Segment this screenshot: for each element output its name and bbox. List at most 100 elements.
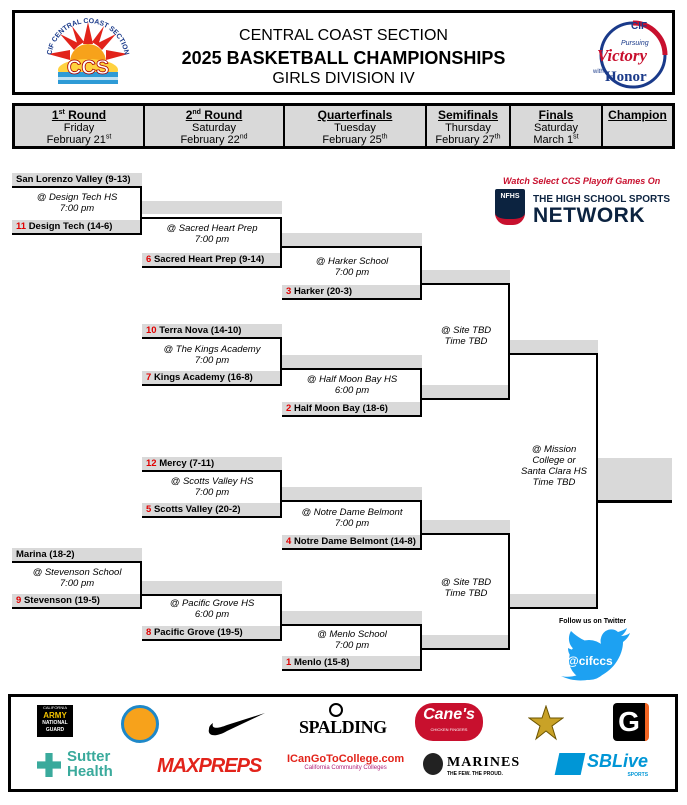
team-slot (422, 270, 510, 283)
team-slot: 4 Notre Dame Belmont (14-8) (282, 535, 422, 548)
team-slot (282, 233, 422, 246)
icango-logo: ICanGoToCollege.com California Community… (287, 753, 405, 771)
team-slot: 12 Mercy (7-11) (142, 457, 282, 470)
svg-text:Victory: Victory (597, 46, 648, 65)
bracket-line (12, 186, 142, 188)
bracket-line (280, 337, 282, 386)
bracket-line (142, 337, 282, 339)
team-slot (422, 520, 510, 533)
bracket-line (282, 669, 422, 671)
svg-text:Pursuing: Pursuing (621, 40, 649, 47)
team-slot: 5 Scotts Valley (20-2) (142, 503, 282, 516)
team-slot (422, 635, 510, 648)
team-slot: 2 Half Moon Bay (18-6) (282, 402, 422, 415)
bracket-line (140, 217, 282, 219)
bracket-line (142, 384, 282, 386)
team-slot (282, 355, 422, 368)
team-slot: 9 Stevenson (19-5) (12, 594, 142, 607)
bracket-line (596, 500, 672, 503)
sponsor-badge-icon (121, 705, 159, 743)
bracket-line (420, 398, 510, 400)
bracket-line (508, 533, 510, 650)
round-header-semifinals: Semifinals Thursday February 27th (427, 106, 511, 146)
ccs-logo: CCS CIF CENTRAL COAST SECTION (46, 18, 130, 84)
victory-honor-logo: CIF Pursuing Victory with Honor (592, 20, 668, 89)
sblive-logo: SBLive SPORTS (587, 751, 649, 778)
bracket-line (12, 561, 142, 563)
bracket-line (420, 648, 510, 650)
svg-text:Honor: Honor (605, 69, 647, 85)
sutter-cross-icon (37, 753, 61, 777)
bracket-line (508, 283, 510, 400)
nfhs-line1: THE HIGH SCHOOL SPORTS (533, 194, 671, 205)
team-slot: 11 Design Tech (14-6) (12, 220, 142, 233)
round-header-2: 2nd Round Saturday February 22nd (145, 106, 285, 146)
champion-slot (598, 458, 672, 500)
round-headers: 1st Round Friday February 21st 2nd Round… (12, 103, 675, 149)
team-slot: 3 Harker (20-3) (282, 285, 422, 298)
bracket-line (282, 415, 422, 417)
bracket-line (420, 624, 422, 671)
canes-logo: Cane's CHICKEN FINGERS (415, 703, 483, 741)
bracket-line (280, 217, 282, 268)
gatorade-logo: G (613, 703, 649, 741)
marines-emblem-icon (423, 753, 443, 775)
bracket-line (140, 561, 142, 609)
team-slot (142, 201, 282, 214)
nfhs-promo[interactable]: Watch Select CCS Playoff Games On NFHS T… (495, 176, 670, 236)
spalding-logo: SPALDING (299, 717, 387, 737)
team-slot (510, 594, 598, 607)
team-slot (510, 340, 598, 353)
round-header-champion: Champion (608, 108, 667, 122)
team-slot: 6 Sacred Heart Prep (9-14) (142, 253, 282, 266)
division-title: GIRLS DIVISION IV (272, 70, 415, 87)
twitter-bird-icon (561, 628, 630, 681)
bracket-line (142, 639, 282, 641)
bracket-line (420, 283, 510, 285)
team-slot (422, 385, 510, 398)
bracket-line (280, 246, 422, 248)
spalding-ball-icon (329, 703, 343, 717)
bracket-line (140, 186, 142, 235)
bracket-line (280, 368, 422, 370)
bracket-line (282, 298, 422, 300)
team-slot: 1 Menlo (15-8) (282, 656, 422, 669)
sponsors-bar: CALIFORNIA ARMY NATIONAL GUARD SPALDING … (8, 694, 678, 792)
bracket-line (280, 500, 422, 502)
nfhs-watch-text: Watch Select CCS Playoff Games On (503, 176, 661, 186)
team-slot: San Lorenzo Valley (9-13) (12, 173, 142, 186)
team-slot: 8 Pacific Grove (19-5) (142, 626, 282, 639)
team-slot (142, 581, 282, 594)
round-header-quarterfinals: Quarterfinals Tuesday February 25th (285, 106, 427, 146)
header-banner: CCS CIF CENTRAL COAST SECTION CENTRAL CO… (12, 10, 675, 95)
svg-text:CIF: CIF (631, 21, 647, 32)
bracket-line (420, 246, 422, 300)
army-guard-logo: CALIFORNIA ARMY NATIONAL GUARD (37, 705, 73, 737)
maxpreps-logo: MAXPREPS (157, 755, 262, 777)
bracket-line (280, 624, 422, 626)
team-slot: Marina (18-2) (12, 548, 142, 561)
bracket-line (12, 233, 142, 235)
twitter-follow-text: Follow us on Twitter (559, 618, 627, 625)
twitter-promo[interactable]: Follow us on Twitter @cifccs (555, 618, 635, 693)
section-title: CENTRAL COAST SECTION (239, 27, 448, 44)
bracket-line (142, 516, 282, 518)
bracket-line (140, 594, 282, 596)
bracket-line (596, 353, 598, 609)
ccs-logo-text: CCS (67, 57, 109, 79)
bracket-line (12, 607, 142, 609)
bracket-line (420, 368, 422, 417)
marines-logo: MARINES THE FEW. THE PROUD. (447, 755, 521, 777)
bracket-line (282, 548, 422, 550)
team-slot: 7 Kings Academy (16-8) (142, 371, 282, 384)
bracket-line (142, 266, 282, 268)
